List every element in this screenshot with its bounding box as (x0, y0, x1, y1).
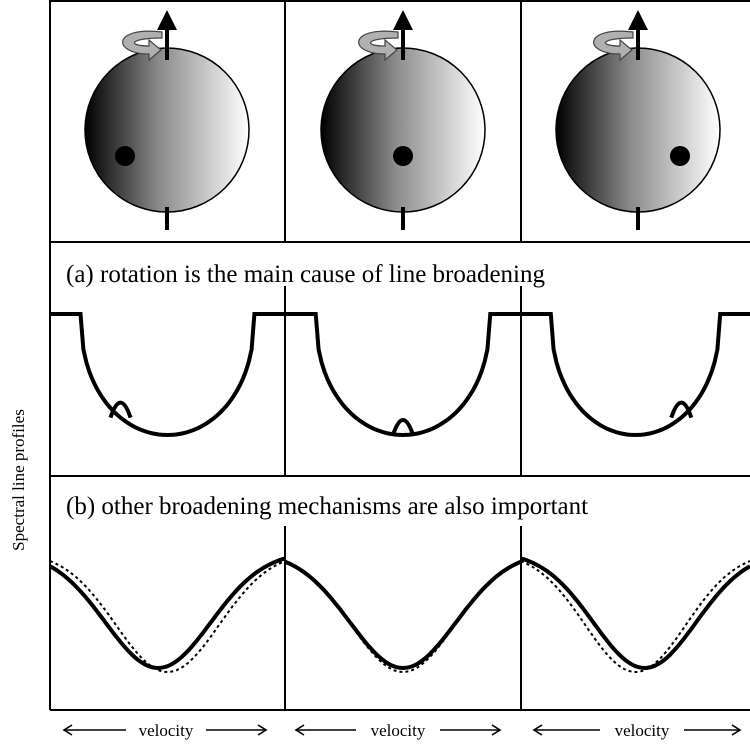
spot-bump-a (391, 418, 415, 436)
star-disk (555, 47, 721, 213)
spotted-profile-a (285, 312, 521, 438)
rotation-direction-icon (593, 30, 634, 62)
rotation-direction-icon (122, 30, 163, 62)
rotation-direction-icon (358, 30, 399, 62)
panel-a-title: (a) rotation is the main cause of line b… (66, 261, 546, 288)
rotation-axis-arrow-icon (628, 10, 648, 30)
velocity-label-1: velocity (139, 721, 194, 740)
velocity-label-3: velocity (615, 721, 670, 740)
y-axis-label: Spectral line profiles (9, 409, 28, 551)
star-1 (84, 10, 250, 230)
spot-bump-a (108, 400, 133, 419)
star-2 (320, 10, 486, 230)
unspotted-profile-a (521, 313, 750, 436)
star-row (84, 10, 721, 230)
spotted-profile-b (284, 559, 522, 671)
star-disk (84, 47, 250, 213)
star-spot (115, 146, 135, 166)
unspotted-profile-b (284, 560, 522, 674)
rotation-axis-arrow-icon (157, 10, 177, 30)
spotted-profile-b (520, 556, 750, 671)
panel-b-profiles (48, 556, 750, 674)
unspotted-profile-a (285, 313, 521, 436)
star-3 (555, 10, 721, 230)
panel-frames (49, 0, 750, 711)
star-spot (670, 146, 690, 166)
unspotted-profile-b (49, 560, 286, 674)
panel-a-profiles (50, 312, 750, 438)
velocity-label-2: velocity (371, 721, 426, 740)
velocity-axis (62, 724, 742, 736)
column-dividers (284, 0, 522, 710)
spot-bump-a (669, 400, 694, 419)
spotted-profile-b (48, 556, 286, 671)
star-disk (320, 47, 486, 213)
star-spot (393, 146, 413, 166)
unspotted-profile-b (520, 560, 750, 674)
unspotted-profile-a (50, 313, 285, 436)
rotation-axis-arrow-icon (393, 10, 413, 30)
spotted-profile-a (521, 312, 750, 438)
panel-b-title: (b) other broadening mechanisms are also… (66, 493, 588, 520)
spotted-profile-a (50, 312, 285, 438)
